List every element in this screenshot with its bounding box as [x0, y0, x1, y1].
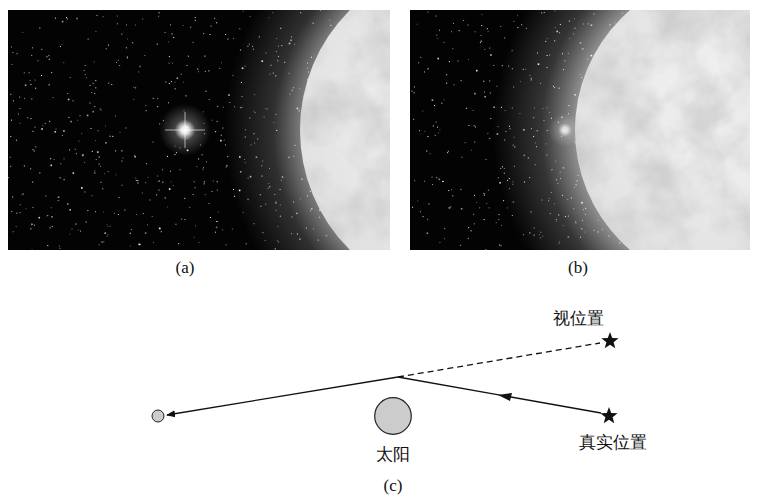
- direction-arrow: [498, 393, 512, 401]
- node-label: 视位置: [553, 308, 604, 328]
- star-marker: 视位置: [601, 332, 619, 350]
- earth: [152, 410, 164, 422]
- panel-b: [410, 10, 750, 250]
- panel-label: (a): [176, 258, 195, 278]
- star-marker: 真实位置: [600, 407, 618, 425]
- sun-symbol: [374, 397, 412, 435]
- node-label: 真实位置: [579, 432, 647, 452]
- panel-label: (b): [568, 258, 588, 278]
- panel-label: (c): [384, 476, 403, 496]
- sun-circle: 太阳: [374, 397, 412, 435]
- star-symbol: [601, 332, 619, 350]
- star-symbol: [600, 407, 618, 425]
- panel-a: [8, 10, 390, 250]
- node-label: 太阳: [376, 444, 410, 464]
